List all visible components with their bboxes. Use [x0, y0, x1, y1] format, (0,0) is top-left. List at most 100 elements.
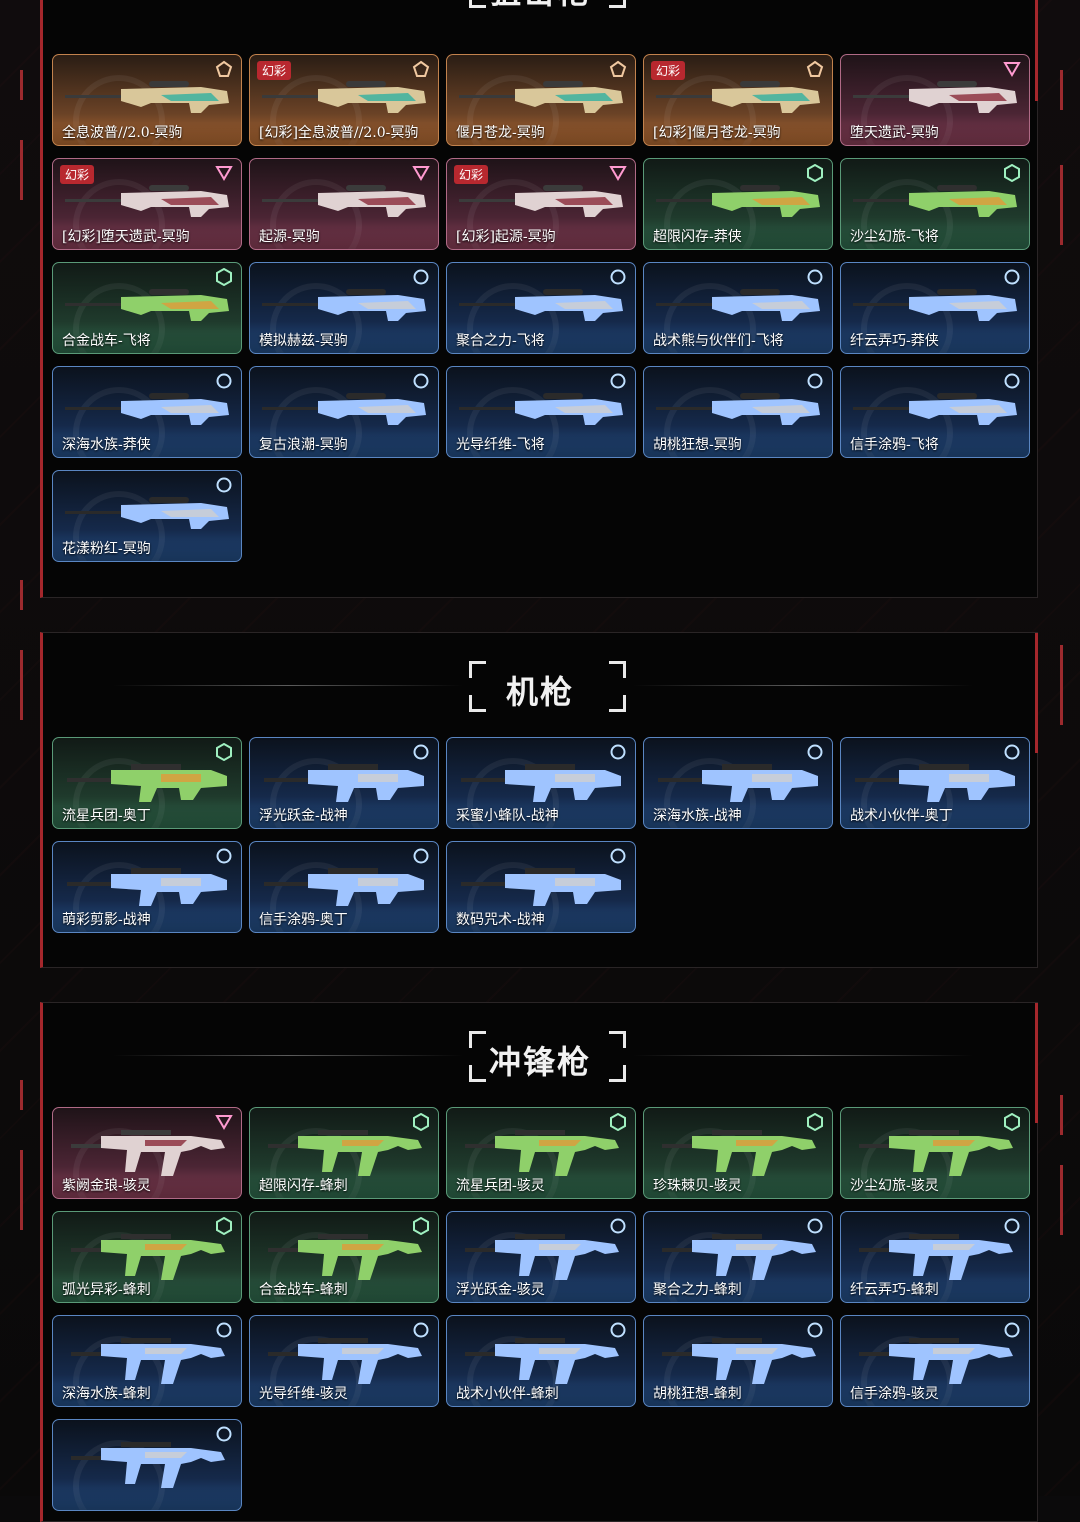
- weapon-skin-card[interactable]: 超限闪存-蜂刺: [249, 1107, 439, 1199]
- card-backdrop-ring: [270, 179, 362, 249]
- weapon-skin-card[interactable]: 战术小伙伴-蜂刺: [446, 1315, 636, 1407]
- weapon-skin-card[interactable]: 光导纤维-飞将: [446, 366, 636, 458]
- weapon-skin-card[interactable]: 幻彩[幻彩]起源-冥驹: [446, 158, 636, 250]
- weapon-image: [459, 81, 623, 113]
- weapon-skin-card[interactable]: 花漾粉红-冥驹: [52, 470, 242, 562]
- weapon-image: [656, 81, 820, 113]
- weapon-skin-card[interactable]: 深海水族-莽侠: [52, 366, 242, 458]
- name-ribbon: [841, 806, 1029, 828]
- weapon-skin-card[interactable]: 浮光跃金-战神: [249, 737, 439, 829]
- weapon-image: [855, 764, 1015, 802]
- weapon-skin-card[interactable]: 模拟赫兹-冥驹: [249, 262, 439, 354]
- weapon-skin-card[interactable]: [52, 1419, 242, 1511]
- card-backdrop-ring: [73, 75, 165, 145]
- weapon-skin-card[interactable]: 深海水族-蜂刺: [52, 1315, 242, 1407]
- weapon-skin-name: 纤云弄巧-莽侠: [850, 333, 939, 349]
- weapon-skin-card[interactable]: 复古浪潮-冥驹: [249, 366, 439, 458]
- weapon-skin-name: [幻彩]偃月苍龙-冥驹: [653, 125, 781, 141]
- card-backdrop-ring: [664, 179, 756, 249]
- weapon-image: [71, 1442, 225, 1488]
- weapon-skin-card[interactable]: 聚合之力-蜂刺: [643, 1211, 833, 1303]
- title-bracket: [609, 695, 626, 712]
- weapon-skin-name: 浮光跃金-骇灵: [456, 1282, 545, 1298]
- weapon-skin-card[interactable]: 聚合之力-飞将: [446, 262, 636, 354]
- weapon-skin-card[interactable]: 浮光跃金-骇灵: [446, 1211, 636, 1303]
- rarity-emblem-icon: [806, 163, 824, 186]
- weapon-skin-card[interactable]: 采蜜小蜂队-战神: [446, 737, 636, 829]
- weapon-skin-card[interactable]: 弧光异彩-蜂刺: [52, 1211, 242, 1303]
- weapon-skin-name: [幻彩]堕天遗武-冥驹: [62, 229, 190, 245]
- weapon-image: [853, 81, 1017, 113]
- weapon-skin-card[interactable]: 战术熊与伙伴们-飞将: [643, 262, 833, 354]
- weapon-skin-card[interactable]: 纤云弄巧-莽侠: [840, 262, 1030, 354]
- weapon-skin-card[interactable]: 堕天遗武-冥驹: [840, 54, 1030, 146]
- weapon-skin-card[interactable]: 合金战车-飞将: [52, 262, 242, 354]
- right-decor-dash: [1060, 645, 1063, 725]
- weapon-skin-card[interactable]: 幻彩[幻彩]堕天遗武-冥驹: [52, 158, 242, 250]
- rarity-emblem-icon: [806, 268, 824, 290]
- weapon-skin-card[interactable]: 全息波普//2.0-冥驹: [52, 54, 242, 146]
- weapon-skin-card[interactable]: 胡桃狂想-冥驹: [643, 366, 833, 458]
- weapon-skin-name: 聚合之力-飞将: [456, 333, 545, 349]
- rarity-emblem-icon: [609, 268, 627, 290]
- weapon-skin-card[interactable]: 合金战车-蜂刺: [249, 1211, 439, 1303]
- rarity-emblem-icon: [806, 372, 824, 394]
- weapon-skin-name: 信手涂鸦-飞将: [850, 437, 939, 453]
- weapon-skin-card[interactable]: 沙尘幻旅-飞将: [840, 158, 1030, 250]
- weapon-skin-card[interactable]: 紫阙金琅-骇灵: [52, 1107, 242, 1199]
- name-ribbon: [841, 227, 1029, 249]
- card-backdrop-ring: [270, 283, 362, 353]
- weapon-image: [859, 1130, 1013, 1176]
- rarity-emblem-icon: [215, 164, 233, 186]
- weapon-image: [465, 1130, 619, 1176]
- weapon-skin-card[interactable]: 数码咒术-战神: [446, 841, 636, 933]
- weapon-image: [67, 868, 227, 906]
- card-backdrop-ring: [73, 491, 165, 561]
- title-bracket: [609, 1065, 626, 1082]
- rarity-emblem-icon: [1003, 1321, 1021, 1343]
- weapon-skin-card[interactable]: 信手涂鸦-骇灵: [840, 1315, 1030, 1407]
- variant-tag: 幻彩: [257, 61, 292, 80]
- name-ribbon: [447, 435, 635, 457]
- weapon-skin-card[interactable]: 幻彩[幻彩]偃月苍龙-冥驹: [643, 54, 833, 146]
- card-backdrop-ring: [664, 1232, 756, 1302]
- weapon-skin-card[interactable]: 超限闪存-莽侠: [643, 158, 833, 250]
- name-ribbon: [53, 123, 241, 145]
- weapon-skin-card[interactable]: 信手涂鸦-奥丁: [249, 841, 439, 933]
- weapon-skin-card[interactable]: 流星兵团-奥丁: [52, 737, 242, 829]
- rarity-emblem-icon: [806, 1321, 824, 1343]
- weapon-skin-card[interactable]: 偃月苍龙-冥驹: [446, 54, 636, 146]
- weapon-skin-card[interactable]: 胡桃狂想-蜂刺: [643, 1315, 833, 1407]
- weapon-skin-card[interactable]: 深海水族-战神: [643, 737, 833, 829]
- weapon-image: [859, 1234, 1013, 1280]
- weapon-skin-card[interactable]: 起源-冥驹: [249, 158, 439, 250]
- rarity-emblem-icon: [609, 1112, 627, 1135]
- weapon-skin-card[interactable]: 战术小伙伴-奥丁: [840, 737, 1030, 829]
- weapon-skin-name: 流星兵团-骇灵: [456, 1178, 545, 1194]
- weapon-skin-card[interactable]: 珍珠棘贝-骇灵: [643, 1107, 833, 1199]
- card-backdrop-ring: [664, 758, 756, 828]
- name-ribbon: [841, 1176, 1029, 1198]
- name-ribbon: [250, 1280, 438, 1302]
- weapon-skin-name: 光导纤维-骇灵: [259, 1386, 348, 1402]
- rarity-emblem-icon: [215, 60, 233, 82]
- name-ribbon: [250, 331, 438, 353]
- card-backdrop-ring: [467, 283, 559, 353]
- weapon-skin-card[interactable]: 沙尘幻旅-骇灵: [840, 1107, 1030, 1199]
- weapon-skin-card[interactable]: 流星兵团-骇灵: [446, 1107, 636, 1199]
- weapon-skin-card[interactable]: 信手涂鸦-飞将: [840, 366, 1030, 458]
- weapon-skin-name: 复古浪潮-冥驹: [259, 437, 348, 453]
- name-ribbon: [53, 1176, 241, 1198]
- weapon-skin-card[interactable]: 幻彩[幻彩]全息波普//2.0-冥驹: [249, 54, 439, 146]
- weapon-image: [65, 81, 229, 113]
- weapon-image: [65, 393, 229, 425]
- weapon-skin-card[interactable]: 萌彩剪影-战神: [52, 841, 242, 933]
- weapon-skin-card[interactable]: 光导纤维-骇灵: [249, 1315, 439, 1407]
- weapon-image: [853, 289, 1017, 321]
- right-decor-dash: [1060, 1165, 1063, 1235]
- weapon-skin-card[interactable]: 纤云弄巧-蜂刺: [840, 1211, 1030, 1303]
- title-line-right: [633, 1055, 973, 1056]
- rarity-emblem-icon: [215, 847, 233, 869]
- name-ribbon: [250, 806, 438, 828]
- weapon-skin-name: 超限闪存-蜂刺: [259, 1178, 348, 1194]
